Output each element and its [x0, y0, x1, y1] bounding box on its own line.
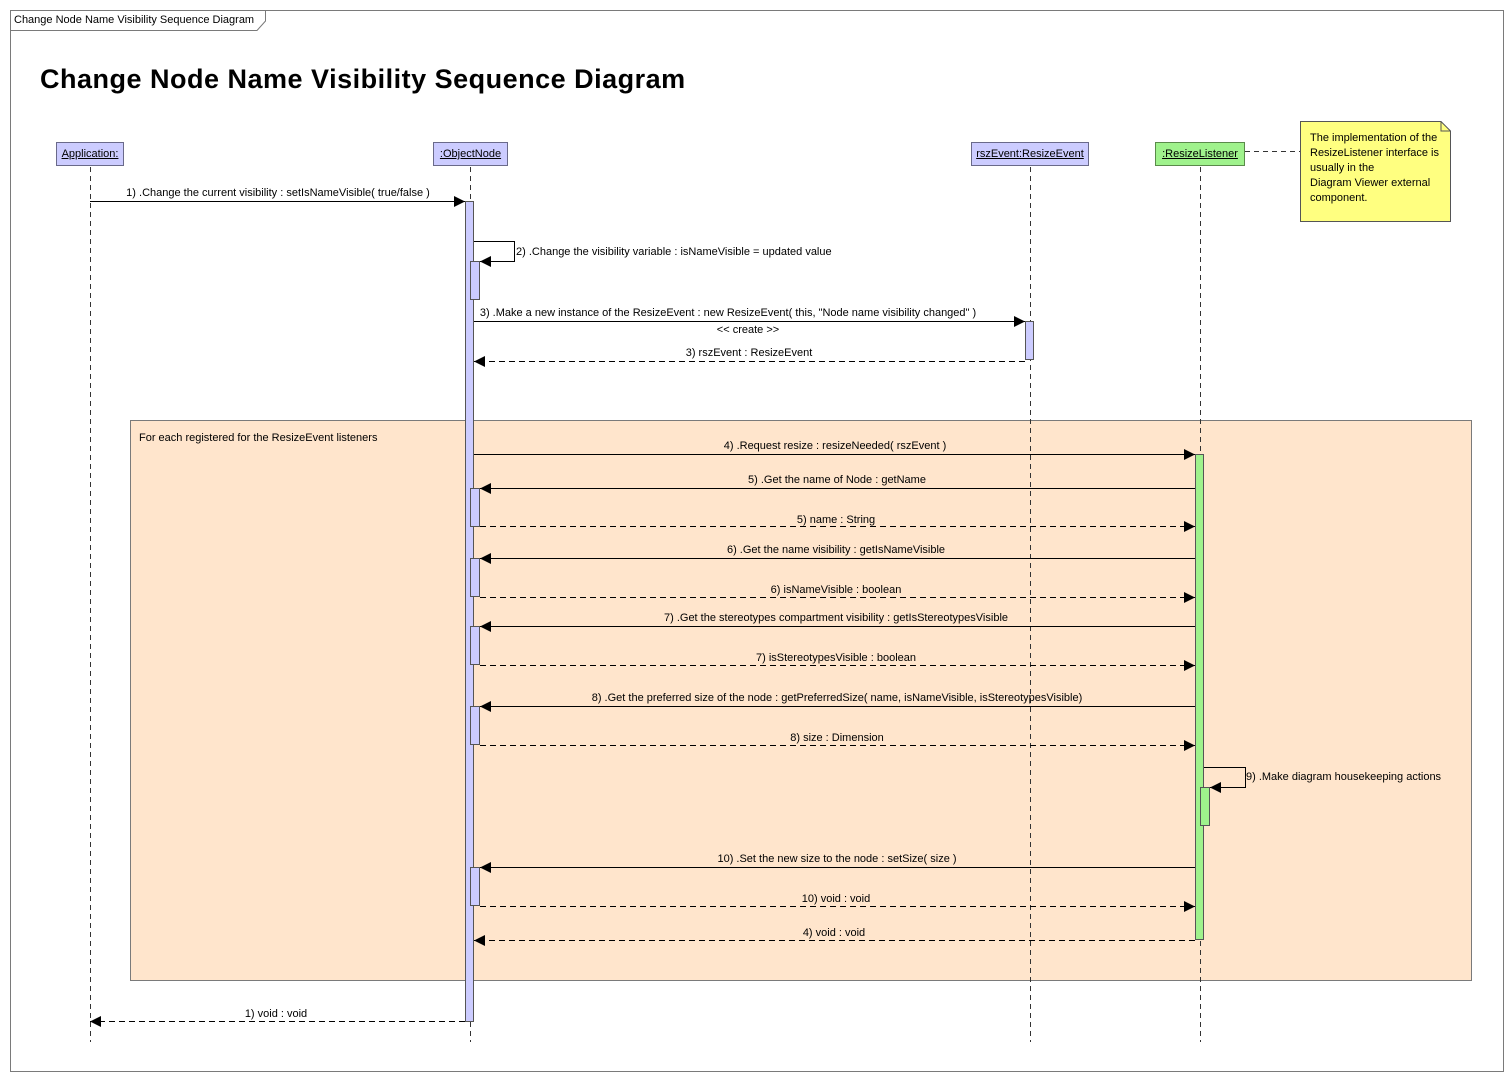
activation-objectnode-2 — [470, 261, 480, 300]
activation-objectnode-7 — [470, 626, 480, 665]
loop-fragment — [130, 420, 1472, 981]
lifeline-head-application[interactable]: Application: — [56, 142, 124, 166]
note-line: usually in the — [1310, 162, 1375, 174]
msg-4-return-label: 4) void : void — [802, 927, 866, 939]
msg-5-label: 5) .Get the name of Node : getName — [748, 474, 926, 486]
msg-2-arrow — [474, 241, 515, 267]
lifeline-head-rszevent[interactable]: rszEvent:ResizeEvent — [971, 142, 1089, 166]
diagram-frame — [10, 10, 1504, 1072]
note-shape — [1300, 121, 1451, 222]
note-text: The implementation of the ResizeListener… — [1310, 131, 1446, 206]
msg-5-return-label: 5) name : String — [796, 514, 876, 526]
diagram-title: Change Node Name Visibility Sequence Dia… — [40, 64, 686, 94]
lifeline-head-objectnode[interactable]: :ObjectNode — [433, 142, 508, 166]
activation-resizelistener-main — [1195, 454, 1204, 940]
msg-4-label: 4) .Request resize : resizeNeeded( rszEv… — [723, 440, 947, 452]
activation-objectnode-8 — [470, 706, 480, 745]
msg-10-label: 10) .Set the new size to the node : setS… — [717, 853, 957, 865]
frame-tab-shape — [10, 10, 266, 31]
msg-8-return-label: 8) size : Dimension — [790, 732, 884, 744]
activation-objectnode-10 — [470, 867, 480, 906]
msg-3-label: 3) .Make a new instance of the ResizeEve… — [479, 307, 977, 319]
msg-6-label: 6) .Get the name visibility : getIsNameV… — [726, 544, 946, 556]
msg-3-stereotype: << create >> — [716, 324, 780, 336]
msg-9-arrow — [1204, 767, 1246, 793]
msg-3-return-label: 3) rszEvent : ResizeEvent — [685, 347, 813, 359]
note-line: Diagram Viewer external — [1310, 177, 1431, 189]
msg-10-return-label: 10) void : void — [801, 893, 871, 905]
msg-1-label: 1) .Change the current visibility : setI… — [126, 187, 430, 199]
activation-objectnode-main — [465, 201, 474, 1022]
msg-8-label: 8) .Get the preferred size of the node :… — [591, 692, 1083, 704]
note-line: component. — [1310, 192, 1368, 204]
loop-label: For each registered for the ResizeEvent … — [139, 432, 378, 444]
note[interactable]: The implementation of the ResizeListener… — [1300, 121, 1451, 222]
activation-objectnode-5 — [470, 488, 480, 527]
msg-6-return-label: 6) isNameVisible : boolean — [770, 584, 902, 596]
frame-tab: Change Node Name Visibility Sequence Dia… — [10, 10, 266, 31]
activation-resizelistener-9 — [1200, 787, 1210, 826]
msg-7-return-label: 7) isStereotypesVisible : boolean — [755, 652, 917, 664]
msg-2-label: 2) .Change the visibility variable : isN… — [516, 246, 832, 258]
note-line: The implementation of the — [1310, 132, 1438, 144]
msg-1-return-label: 1) void : void — [244, 1008, 308, 1020]
activation-rszevent — [1025, 321, 1034, 360]
lifeline-head-resizelistener[interactable]: :ResizeListener — [1155, 142, 1245, 166]
activation-objectnode-6 — [470, 558, 480, 597]
msg-9-label: 9) .Make diagram housekeeping actions — [1246, 771, 1442, 783]
frame-tab-label: Change Node Name Visibility Sequence Dia… — [14, 14, 255, 26]
msg-7-label: 7) .Get the stereotypes compartment visi… — [663, 612, 1009, 624]
note-line: ResizeListener interface is — [1310, 147, 1440, 159]
